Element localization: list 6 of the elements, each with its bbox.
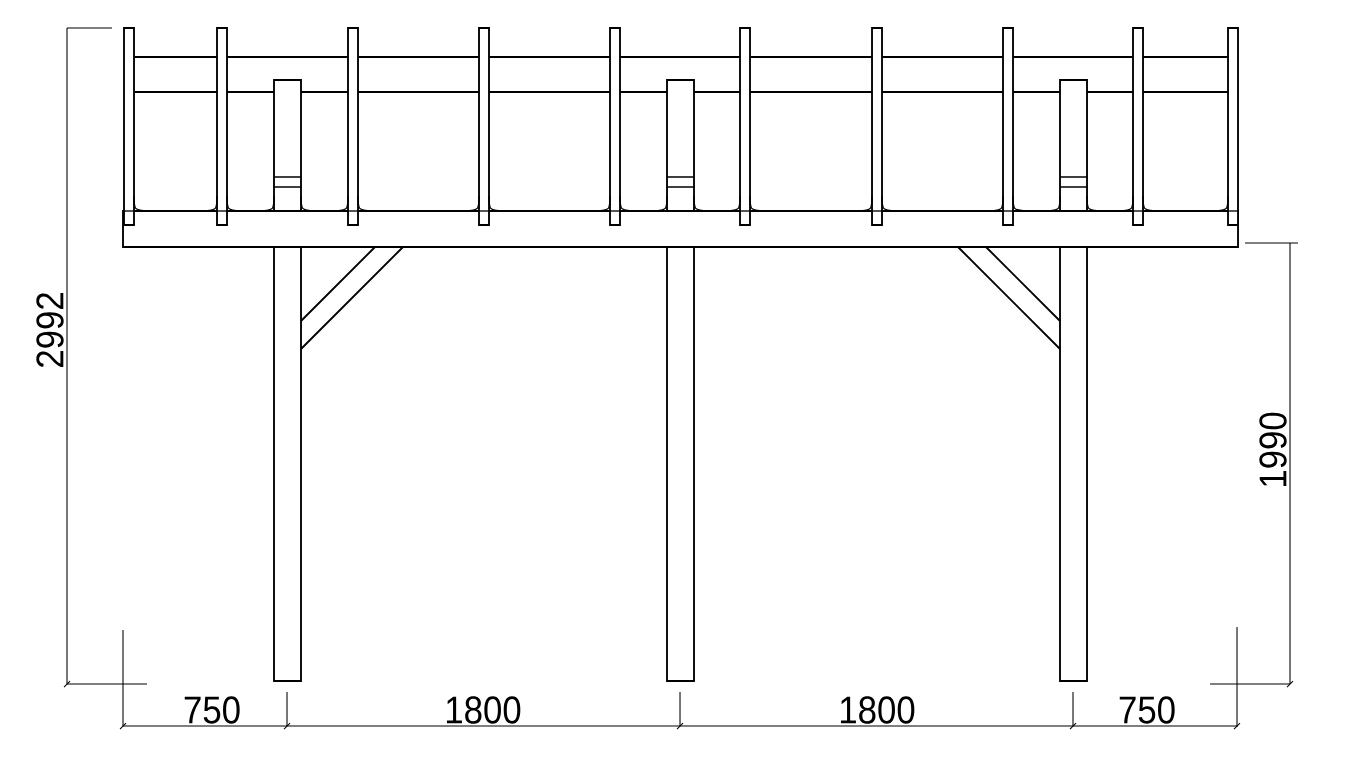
dimension-label: 1800: [840, 696, 915, 724]
dimension-label: 750: [1119, 696, 1175, 724]
dimension-label: 2992: [36, 293, 64, 367]
dimension-label: 1990: [1259, 412, 1287, 487]
dimension-label: 1800: [446, 696, 521, 724]
dimension-label: 750: [184, 696, 240, 724]
